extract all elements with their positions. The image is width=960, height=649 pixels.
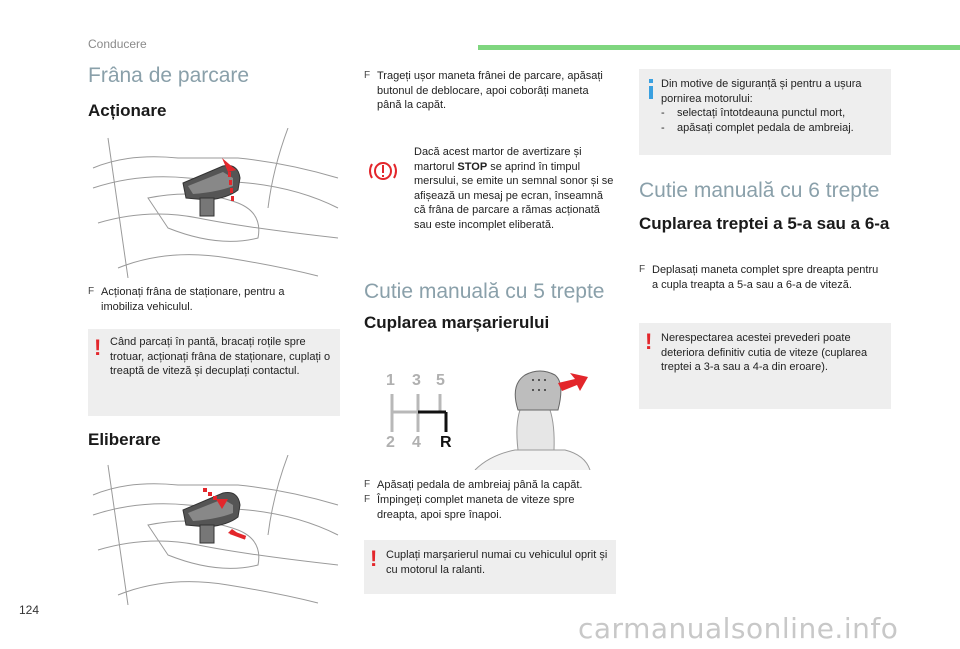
release-instruction: F Trageți ușor maneta frânei de parcare,… [364, 70, 603, 111]
info-icon [649, 79, 653, 99]
warning-icon: ! [94, 335, 102, 360]
release-subtitle: Eliberare [88, 430, 161, 449]
reverse-warning-box: ! Cuplați marșarierul numai cu vehiculul… [364, 540, 616, 594]
apply-instruction: F Acționați frâna de staționare, pentru … [88, 286, 285, 313]
reverse-step-2: F Împingeți complet maneta de viteze spr… [364, 494, 575, 521]
dash-marker-icon: - [661, 121, 665, 134]
reverse-subtitle: Cuplarea marșarierului [364, 313, 550, 332]
slope-warning-box: ! Când parcați în pantă, bracați roțile … [88, 329, 340, 416]
gear-label-1: 1 [386, 372, 395, 389]
dash-marker-icon: - [661, 107, 665, 119]
section-title: Conducere [88, 37, 147, 51]
reverse-step-1: F Apăsați pedala de ambreiaj până la cap… [364, 479, 583, 491]
manual-5-title: Cutie manuală cu 5 trepte [364, 280, 605, 303]
gear-label-2: 2 [386, 434, 395, 451]
gear-label-4: 4 [412, 434, 421, 451]
bullet-marker-icon: F [364, 479, 371, 490]
gear-pattern-diagram: 1 3 5 2 4 R [378, 370, 468, 455]
gear-5-6-subtitle: Cuplarea treptei a 5-a sau a 6-a [639, 214, 890, 233]
bullet-marker-icon: F [88, 286, 95, 297]
apply-subtitle: Acționare [88, 101, 167, 120]
gear-label-reverse: R [440, 434, 452, 451]
warning-icon: ! [370, 546, 378, 571]
watermark: carmanualsonline.info [578, 612, 899, 645]
parking-brake-release-illustration [88, 454, 340, 606]
gearbox-damage-warning-box: ! Nerespectarea acestei prevederi poate … [639, 323, 891, 409]
info-list-item: - apăsați complet pedala de ambreiaj. [661, 121, 854, 134]
gear-label-3: 3 [412, 372, 421, 389]
warning-icon: ! [645, 329, 653, 354]
bullet-marker-icon: F [364, 494, 371, 505]
manual-6-title: Cutie manuală cu 6 trepte [639, 179, 880, 202]
parking-brake-title: Frâna de parcare [88, 64, 250, 87]
bullet-marker-icon: F [364, 70, 371, 81]
parking-brake-apply-illustration [88, 127, 340, 279]
page-number: 124 [19, 603, 40, 617]
stop-warning-text: Dacă acest martor de avertizare și marto… [414, 146, 614, 231]
gear-label-5: 5 [436, 372, 445, 389]
info-list-item: - selectați întotdeauna punctul mort, [661, 107, 846, 119]
gear-knob-illustration [470, 365, 595, 471]
safety-info-box: Din motive de siguranță și pentru a ușur… [639, 69, 891, 155]
gear-5-6-instruction: F Deplasați maneta complet spre dreapta … [639, 264, 879, 291]
section-accent-bar [478, 45, 960, 50]
bullet-marker-icon: F [639, 264, 646, 275]
parking-brake-warning-lamp-icon [368, 156, 398, 186]
